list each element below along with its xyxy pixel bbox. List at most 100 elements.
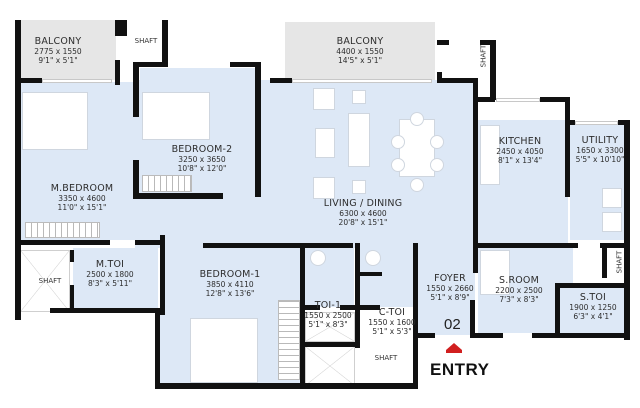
balcony-center-area: [285, 22, 435, 80]
room-mm: 1900 x 1250: [569, 302, 617, 312]
room-name: S.TOI: [579, 292, 607, 303]
kitchen-label: KITCHEN 2450 x 4050 8'1" x 13'4": [496, 136, 544, 165]
wall: [300, 243, 305, 388]
room-ft: 14'5" x 5'1": [337, 55, 383, 65]
shaft-left-box: [20, 250, 70, 312]
common-toilet-label: C-TOI 1550 x 1600 5'1" x 5'3": [368, 307, 415, 336]
wall: [133, 160, 139, 198]
room-mm: 2200 x 2500: [495, 285, 543, 295]
dining-chair: [430, 135, 444, 149]
entry-arrow-base: [446, 350, 462, 353]
bedroom1-label: BEDROOM-1 3850 x 4110 12'8" x 13'6": [200, 269, 261, 298]
living-dining-label: LIVING / DINING 6300 x 4600 20'8" x 15'1…: [323, 198, 403, 227]
wall: [555, 283, 627, 288]
wall: [555, 285, 560, 335]
wall: [490, 40, 496, 100]
room-name: BEDROOM-2: [171, 144, 233, 155]
dining-chair: [430, 158, 444, 172]
room-mm: 3250 x 3650: [178, 154, 226, 164]
wall: [470, 300, 475, 338]
wall: [413, 243, 418, 388]
room-mm: 6300 x 4600: [339, 208, 387, 218]
sofa-chair: [313, 177, 335, 199]
window: [42, 79, 112, 83]
room-mm: 2450 x 4050: [496, 146, 544, 156]
wall: [413, 333, 435, 338]
wall: [15, 240, 110, 245]
wall: [624, 120, 630, 340]
wall: [365, 383, 418, 389]
master-bedroom-label: M.BEDROOM 3350 x 4600 11'0" x 15'1": [51, 183, 114, 212]
wall: [50, 308, 165, 313]
room-name: BALCONY: [336, 36, 384, 47]
wall: [135, 240, 165, 245]
dining-table: [399, 119, 435, 177]
wall: [15, 20, 21, 320]
balcony-left-area: [20, 20, 116, 80]
side-table: [352, 180, 366, 194]
sofa: [348, 113, 370, 167]
room-mm: 3850 x 4110: [206, 279, 254, 289]
wall: [600, 243, 628, 248]
wall: [133, 62, 139, 117]
room-name: LIVING / DINING: [323, 198, 403, 209]
toilet1-basin: [310, 250, 326, 266]
wall: [255, 62, 261, 197]
wall: [602, 243, 607, 278]
balcony-center-label: BALCONY 4400 x 1550 14'5" x 5'1": [336, 36, 384, 65]
room-mm: 2775 x 1550: [34, 46, 82, 56]
servant-bed: [480, 250, 510, 295]
washer: [602, 188, 622, 208]
servant-toilet-label: S.TOI 1900 x 1250 6'3" x 4'1": [569, 292, 617, 321]
c-toilet-basin: [365, 250, 381, 266]
room-name: M.TOI: [95, 259, 125, 270]
wall: [437, 72, 442, 82]
bedroom2-wardrobe: [142, 175, 192, 192]
room-ft: 5'5" x 10'10": [575, 154, 625, 164]
entry-label: ENTRY: [430, 360, 490, 379]
shaft-bottom-left-box2: [305, 346, 355, 386]
wall: [133, 193, 223, 199]
wall: [473, 78, 478, 273]
master-toilet-area: [73, 248, 158, 310]
coffee-table: [315, 128, 335, 158]
bedroom2-label: BEDROOM-2 3250 x 3650 10'8" x 12'0": [171, 144, 233, 173]
room-ft: 9'1" x 5'1": [38, 55, 78, 65]
wall: [340, 305, 380, 310]
room-ft: 20'8" x 15'1": [338, 217, 388, 227]
bedroom2-bed: [142, 92, 210, 140]
wall: [270, 78, 292, 83]
room-ft: 5'1" x 5'3": [372, 326, 412, 336]
servant-toilet-area: [572, 285, 627, 333]
room-ft: 8'3" x 5'11": [87, 278, 133, 288]
wall: [70, 285, 74, 312]
wall: [437, 40, 449, 45]
room-name: KITCHEN: [498, 136, 542, 147]
wall: [532, 333, 630, 338]
window: [292, 79, 432, 83]
toilet1-label: TOI-1 1550 x 2500 5'1" x 8'3": [304, 300, 351, 329]
dining-chair: [391, 158, 405, 172]
wall: [20, 78, 42, 83]
wall: [160, 235, 165, 315]
room-name: C-TOI: [378, 307, 406, 318]
room-ft: 10'8" x 12'0": [177, 163, 227, 173]
shaft-top-left-label: SHAFT: [134, 37, 158, 45]
room-mm: 2500 x 1800: [86, 269, 134, 279]
room-ft: 7'3" x 8'3": [499, 294, 539, 304]
wall: [565, 120, 575, 125]
room-ft: 5'1" x 8'9": [430, 292, 470, 302]
wall: [565, 97, 570, 197]
balcony-left-label: BALCONY 2775 x 1550 9'1" x 5'1": [34, 36, 82, 65]
window: [575, 121, 618, 125]
wall: [115, 20, 127, 36]
shaft-bottom-label: SHAFT: [374, 354, 398, 362]
room-name: S.ROOM: [498, 275, 540, 286]
wall: [473, 243, 578, 248]
shaft-left-label: SHAFT: [38, 277, 62, 285]
room-ft: 8'1" x 13'4": [497, 155, 543, 165]
room-ft: 5'1" x 8'3": [308, 319, 348, 329]
room-name: FOYER: [434, 273, 466, 284]
servant-room-label: S.ROOM 2200 x 2500 7'3" x 8'3": [495, 275, 543, 304]
